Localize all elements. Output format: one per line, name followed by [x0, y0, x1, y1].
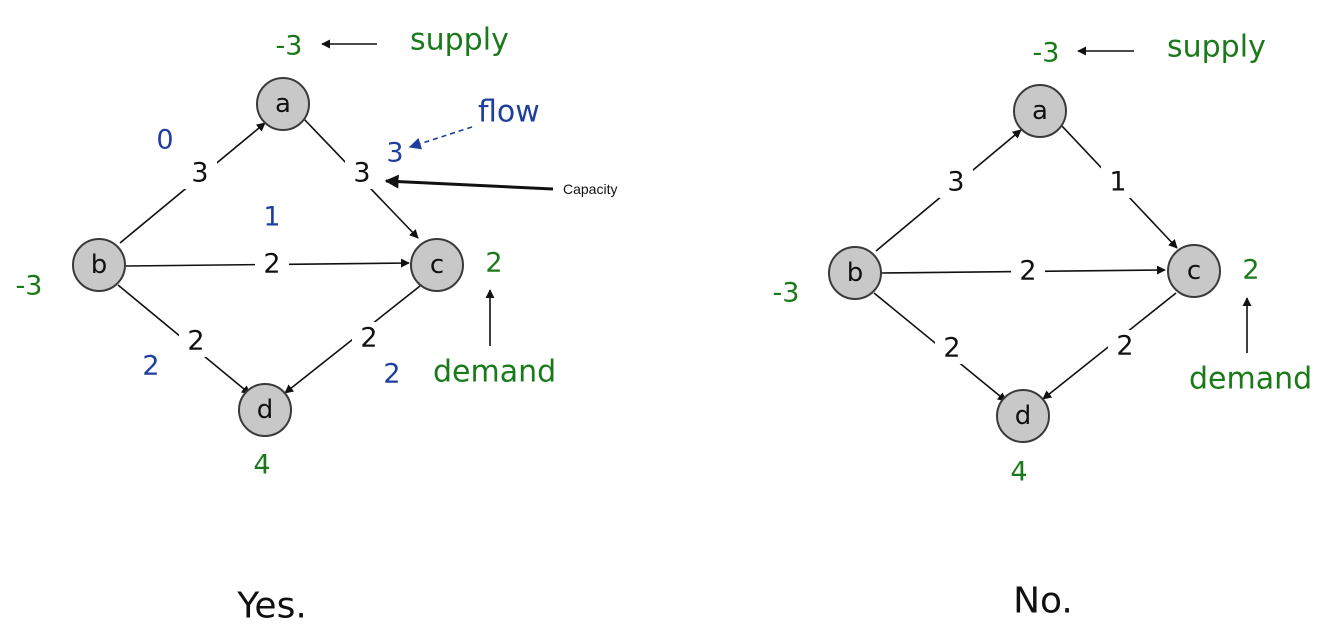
node-d-label: d	[1015, 401, 1032, 431]
demand-annotation: demand	[433, 355, 556, 390]
node-d	[238, 383, 292, 437]
node-b-label: b	[847, 258, 864, 288]
value-c: 2	[485, 248, 502, 279]
capacity-a-c: 3	[353, 158, 370, 189]
supply-annotation: supply	[1167, 30, 1266, 65]
verdict-yes: Yes.	[236, 586, 307, 627]
flow-arrow	[408, 126, 473, 150]
left-graph: a b c d 3 3 2 2 2 0 3 1 2 2 -3 -3 2 4 su…	[16, 23, 618, 627]
capacity-arrow	[384, 174, 554, 191]
node-a	[256, 77, 310, 131]
value-b: -3	[773, 278, 800, 309]
capacity-b-c: 2	[1019, 256, 1036, 287]
node-c	[1167, 244, 1221, 298]
value-a: -3	[276, 31, 303, 62]
capacity-c-d: 2	[360, 323, 377, 354]
capacity-b-a: 3	[947, 167, 964, 198]
flow-b-d: 2	[142, 351, 159, 382]
capacity-annotation: Capacity	[563, 181, 617, 197]
flow-b-a: 0	[156, 125, 173, 156]
capacity-b-c: 2	[263, 249, 280, 280]
value-d: 4	[253, 450, 270, 481]
node-a	[1013, 84, 1067, 138]
flow-c-d: 2	[383, 359, 400, 390]
node-b	[828, 246, 882, 300]
capacity-a-c: 1	[1109, 167, 1126, 198]
demand-annotation: demand	[1189, 362, 1312, 397]
capacity-b-a: 3	[191, 158, 208, 189]
capacity-b-d: 2	[943, 333, 960, 364]
capacity-c-d: 2	[1116, 331, 1133, 362]
node-c	[410, 238, 464, 292]
value-b: -3	[16, 271, 43, 302]
value-c: 2	[1242, 255, 1259, 286]
node-a-label: a	[1032, 96, 1048, 126]
right-graph: a b c d 3 1 2 2 2 -3 -3 2 4 supply deman…	[773, 30, 1313, 622]
capacity-b-d: 2	[187, 326, 204, 357]
flow-b-c: 1	[263, 202, 280, 233]
node-c-label: c	[430, 250, 444, 280]
value-a: -3	[1033, 38, 1060, 69]
verdict-no: No.	[1013, 581, 1073, 622]
node-d	[996, 389, 1050, 443]
flow-annotation: flow	[478, 95, 540, 130]
value-d: 4	[1010, 457, 1027, 488]
supply-annotation: supply	[410, 23, 509, 58]
node-d-label: d	[257, 395, 274, 425]
node-c-label: c	[1187, 256, 1201, 286]
node-b-label: b	[91, 250, 108, 280]
flow-a-c: 3	[386, 138, 403, 169]
node-b	[72, 238, 126, 292]
node-a-label: a	[275, 89, 291, 119]
